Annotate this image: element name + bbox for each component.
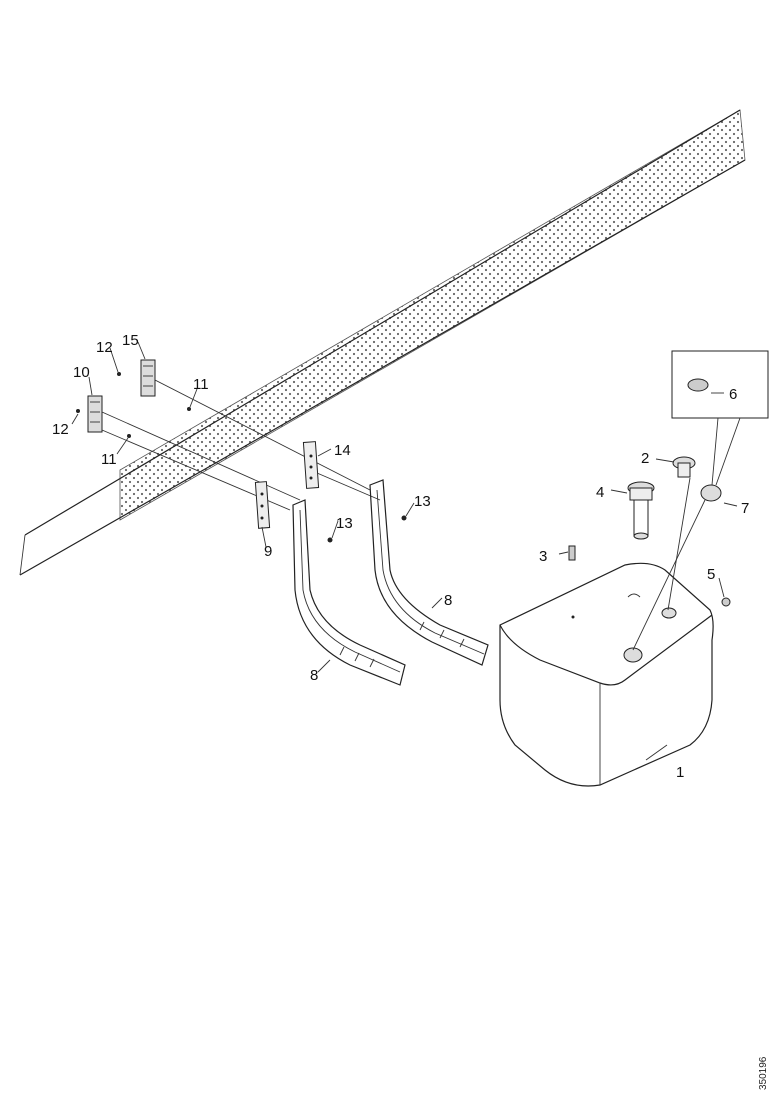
fastener-bolts [76, 372, 191, 438]
bracket-10 [87, 395, 103, 433]
label-part-14: 14 [334, 442, 351, 459]
filler-cap [672, 456, 696, 478]
label-part-4: 4 [596, 484, 604, 501]
frame-rail [19, 109, 746, 576]
clip-3 [568, 545, 576, 561]
tank-bracket-left [292, 499, 406, 686]
breather-valve [632, 477, 722, 651]
plug-5 [721, 597, 731, 607]
label-part-8-right: 8 [444, 592, 452, 609]
label-part-2: 2 [641, 450, 649, 467]
label-part-3: 3 [539, 548, 547, 565]
strap-9 [254, 481, 271, 529]
label-part-11-lower: 11 [101, 451, 117, 468]
label-part-12-lower: 12 [52, 421, 69, 438]
label-part-10: 10 [73, 364, 90, 381]
fuel-strainer [627, 481, 655, 540]
tank-bracket-right [369, 479, 489, 666]
label-part-11-upper: 11 [193, 376, 209, 393]
label-part-9: 9 [264, 543, 272, 560]
fuel-tank [499, 562, 714, 787]
label-part-13-left: 13 [336, 515, 353, 532]
label-part-1: 1 [676, 764, 684, 781]
label-part-13-right: 13 [414, 493, 431, 510]
small-fasteners-13 [327, 515, 407, 543]
detail-inset [671, 350, 769, 486]
label-part-7: 7 [741, 500, 749, 517]
leader-lines [71, 341, 738, 761]
label-part-12-upper: 12 [96, 339, 113, 356]
bracket-15 [140, 359, 156, 397]
strap-14 [302, 441, 320, 489]
label-part-8-left: 8 [310, 667, 318, 684]
reference-code: 350196 [758, 1056, 769, 1090]
frame-rail-mesh [119, 109, 746, 521]
label-part-5: 5 [707, 566, 715, 583]
label-part-15: 15 [122, 332, 139, 349]
part-labels: 1 2 3 4 5 6 7 8 8 9 10 11 11 12 12 13 13… [52, 332, 749, 781]
label-part-6: 6 [729, 386, 737, 403]
